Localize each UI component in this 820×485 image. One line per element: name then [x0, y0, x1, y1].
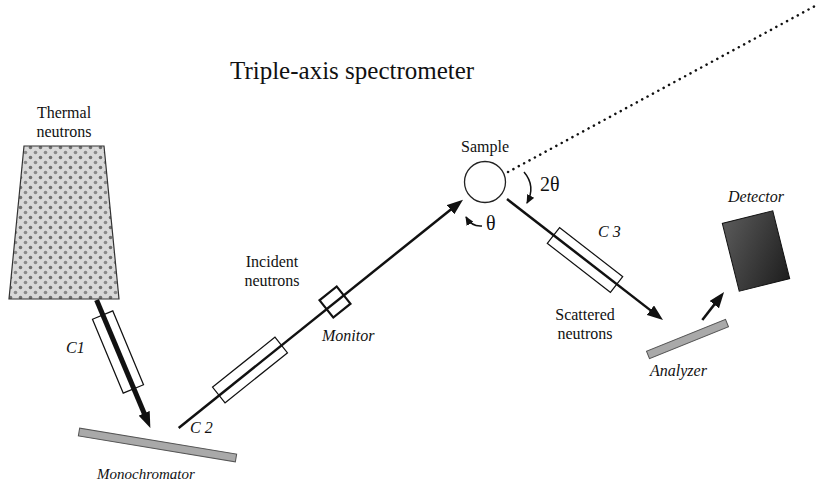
node-label: Thermal neutrons: [19, 103, 109, 141]
circle-outline: [463, 160, 507, 204]
angle-label: θ: [486, 211, 496, 235]
source-trapezoid: [9, 146, 119, 299]
crystal-slab: [78, 428, 236, 462]
det-outline: [722, 210, 790, 292]
node-label: Sample: [461, 137, 509, 156]
sample-circle: Sample: [463, 160, 507, 204]
beam-arrow: [179, 206, 456, 428]
diagram-title: Triple-axis spectrometer: [230, 56, 474, 86]
node-label: Analyzer: [650, 361, 707, 380]
monochromator-crystal: Monochromator: [75, 428, 240, 462]
sample-circle: [465, 162, 506, 203]
beam-label: Incident neutrons: [232, 252, 312, 290]
detector-box: Detector: [722, 210, 790, 292]
monitor-label: Monitor: [322, 326, 374, 345]
node-label: Detector: [728, 187, 784, 206]
beam-label: Scattered neutrons: [545, 305, 625, 343]
collimator-label: C1: [66, 338, 85, 357]
angle-label: 2θ: [540, 172, 560, 196]
trap-outline: [8, 145, 120, 300]
beam-arrow: [507, 199, 655, 314]
dotted-reference-line: [508, 6, 815, 172]
analyzer-crystal: Analyzer: [645, 320, 730, 358]
slab2-outline: [645, 320, 730, 358]
neutron-source: Thermal neutrons: [8, 145, 120, 300]
detector-body: [722, 211, 789, 292]
beam-arrow: [97, 300, 147, 419]
angle-arrow: [524, 172, 531, 203]
angle-arrow: [466, 217, 482, 226]
collimator-label: C 2: [190, 418, 213, 437]
beam-arrow: [702, 300, 718, 320]
crystal-slab: [646, 319, 728, 358]
collimator-label: C 3: [598, 222, 621, 241]
node-label: Monochromator: [97, 465, 195, 483]
slab-outline: [75, 428, 240, 462]
